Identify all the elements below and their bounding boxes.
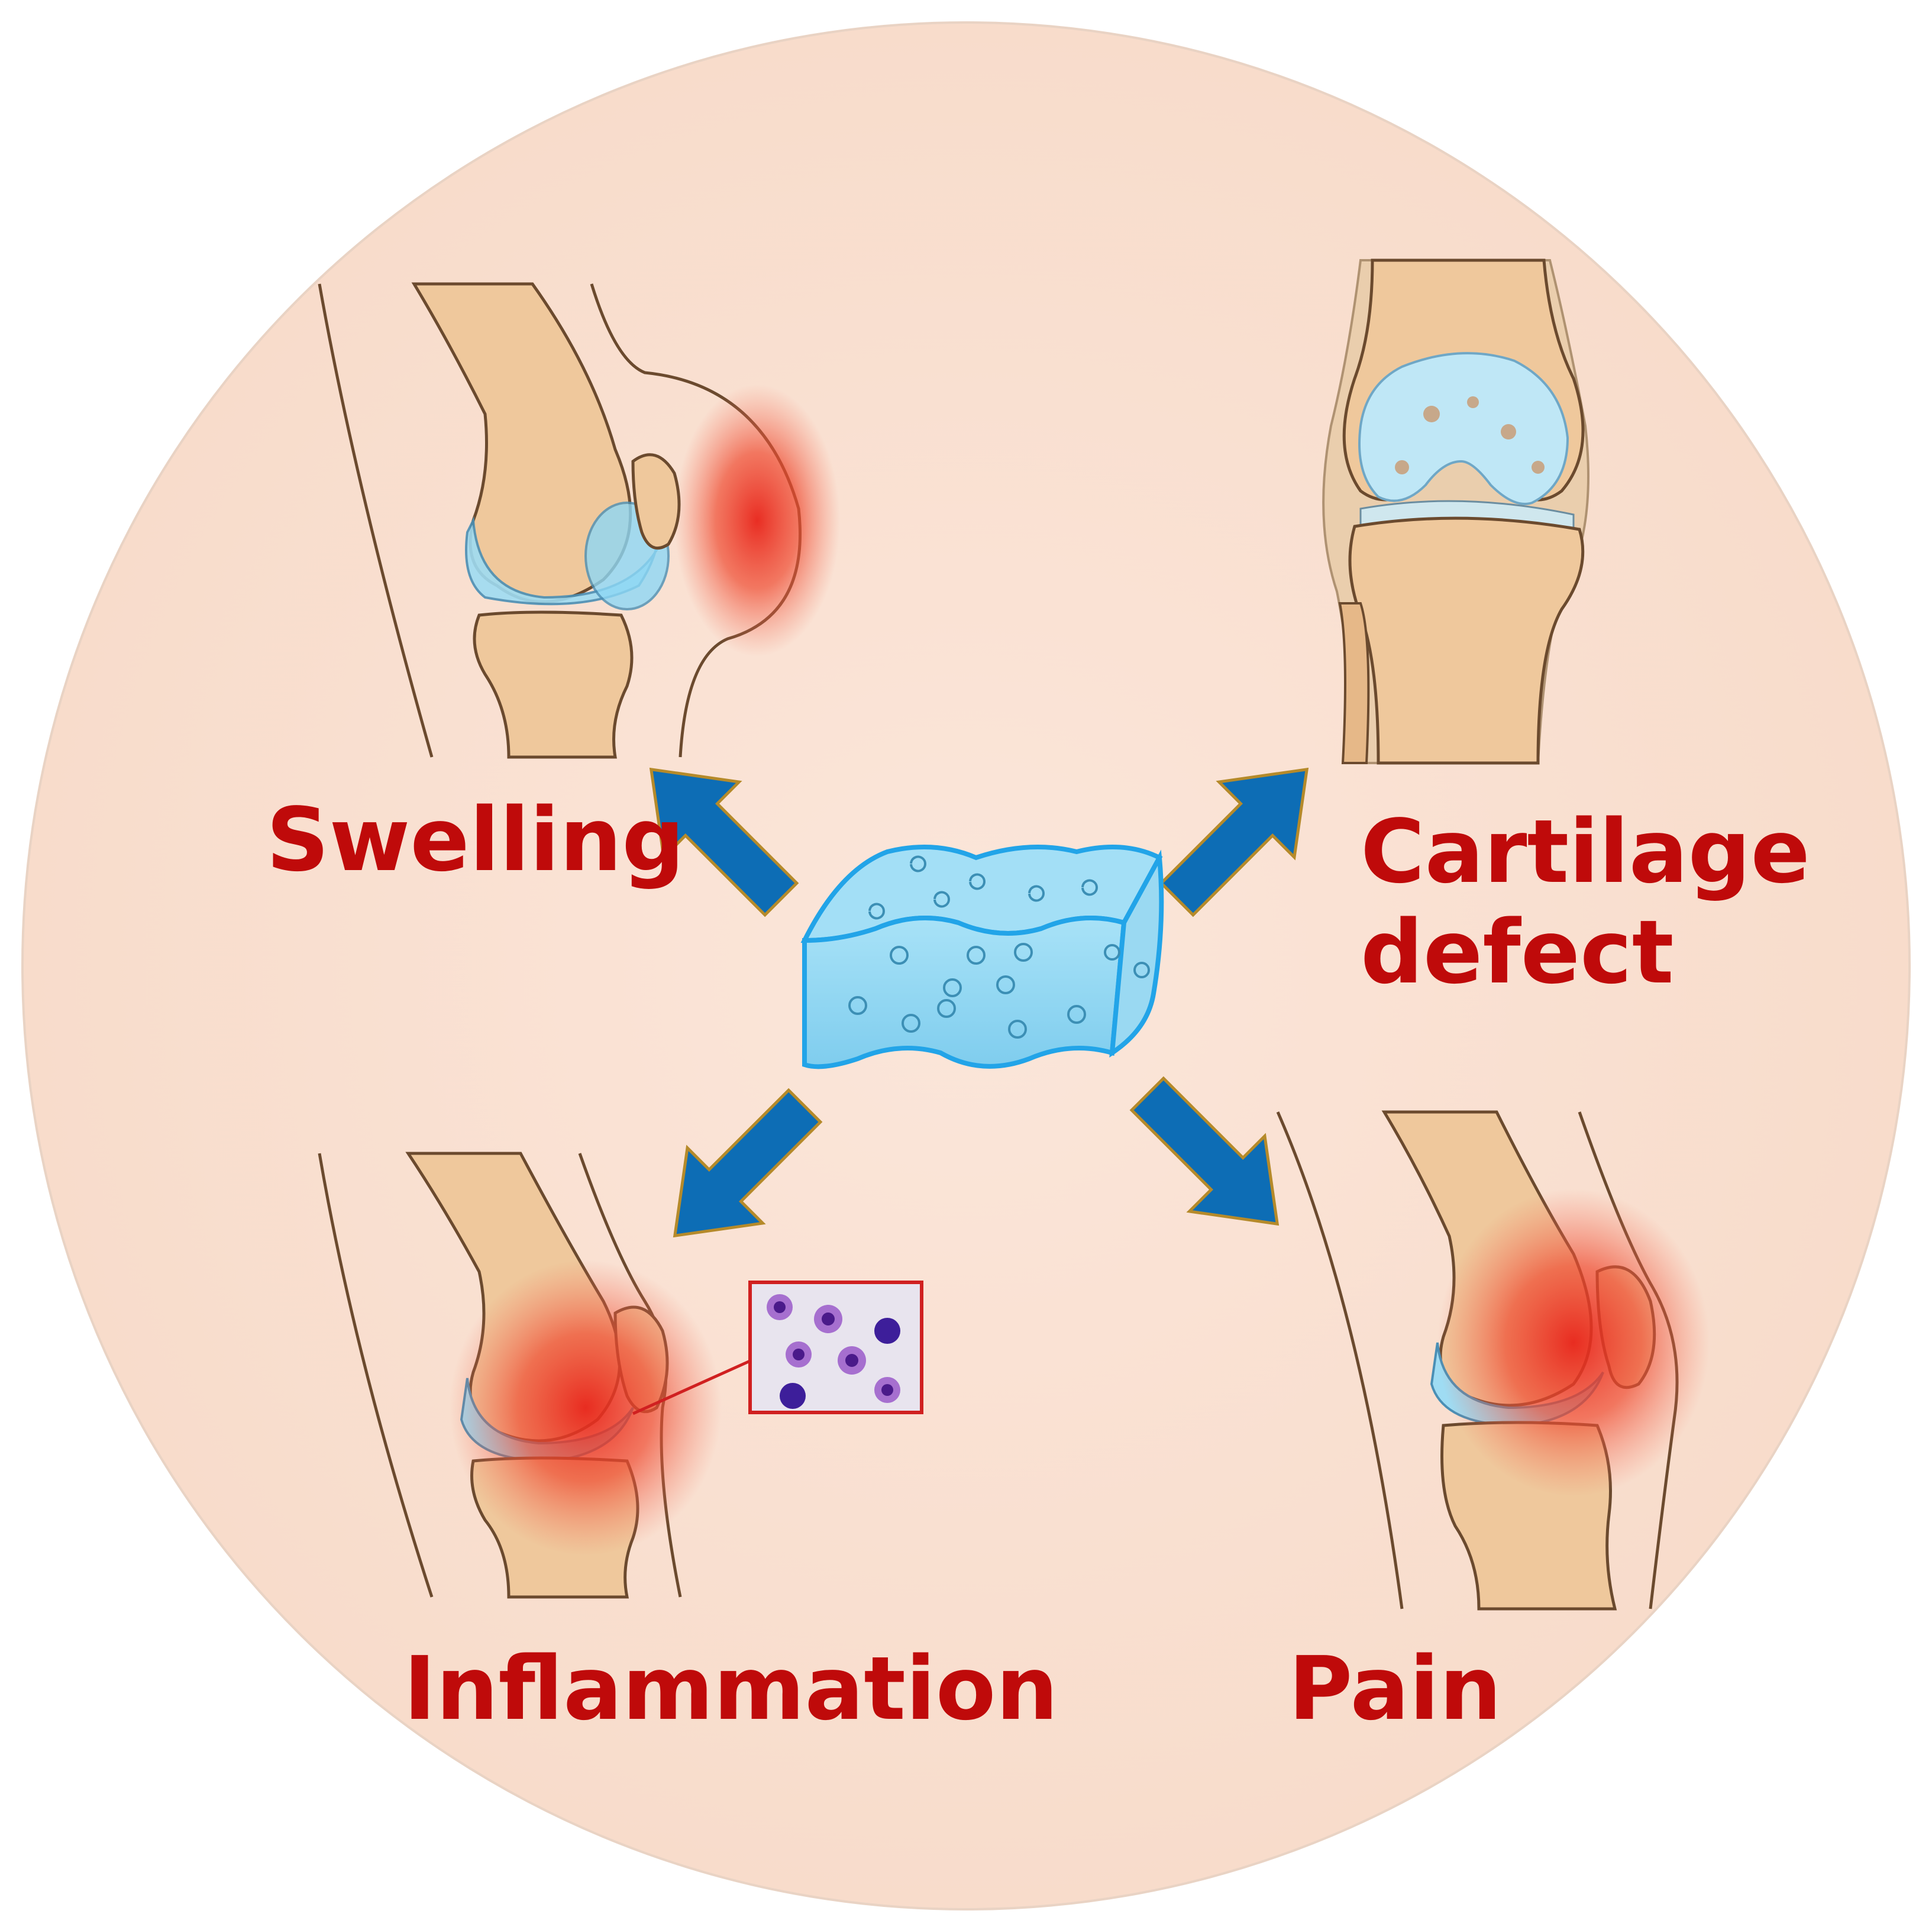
- arrow-to-swelling: [649, 767, 799, 917]
- arrows: [649, 767, 1309, 1238]
- cartilage-defect-knee-illustration: [1322, 258, 1589, 765]
- label-cartilage-line1: Cartilage: [1361, 801, 1810, 903]
- hydrogel-block: [800, 845, 1164, 1069]
- arrow-to-inflammation: [673, 1088, 823, 1238]
- label-cartilage-line2: defect: [1361, 901, 1674, 1004]
- arrow-to-pain: [1129, 1076, 1280, 1226]
- label-inflammation: Inflammation: [403, 1638, 1058, 1740]
- pain-knee-illustration: [1276, 1110, 1710, 1611]
- cell-micrograph-inset: [748, 1281, 923, 1414]
- inflammation-knee-illustration: [318, 1152, 752, 1599]
- arrow-to-cartilage-defect: [1159, 767, 1309, 917]
- label-swelling: Swelling: [266, 789, 685, 891]
- label-pain: Pain: [1288, 1638, 1502, 1740]
- swelling-knee-illustration: [318, 282, 840, 759]
- label-cartilage-defect: Cartilage defect: [1361, 801, 1810, 1003]
